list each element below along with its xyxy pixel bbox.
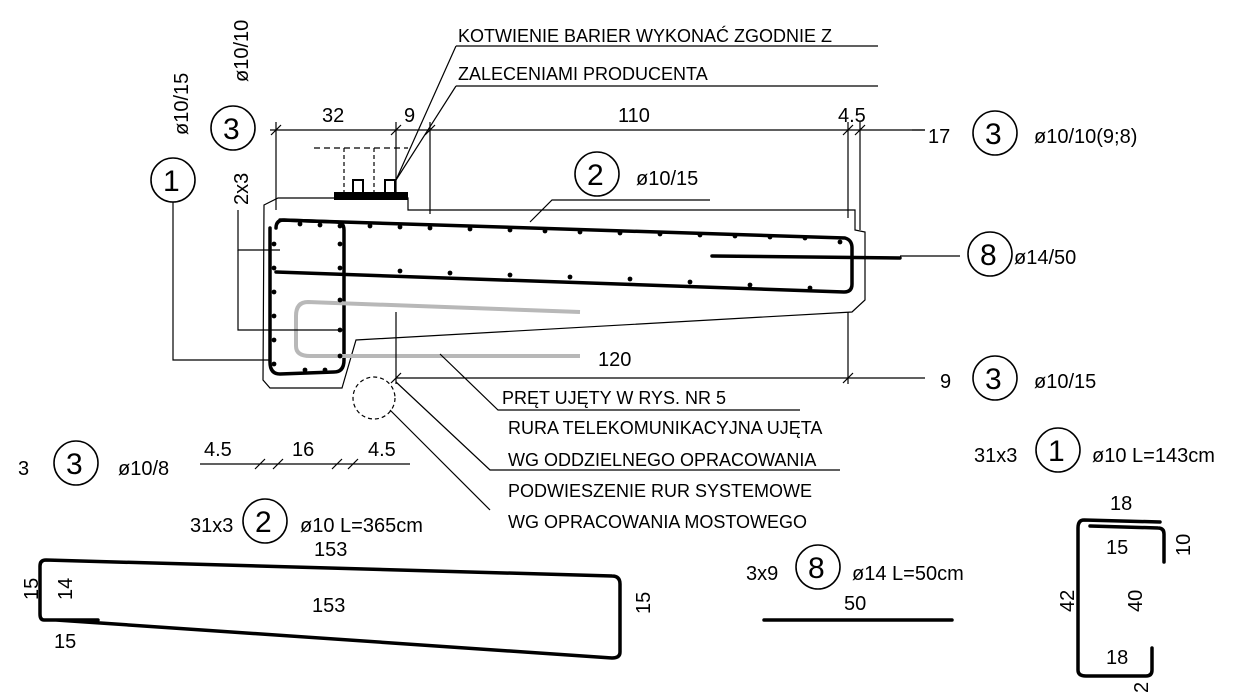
bar8-length: 50: [844, 593, 866, 615]
mark-3-r1-circle: [972, 110, 1018, 156]
dim-4-5-a: 4.5: [204, 439, 232, 461]
note-hanging-line1: PODWIESZENIE RUR SYSTEMOWE: [508, 481, 812, 501]
bar1-bottom-hook: 2: [1131, 682, 1153, 693]
note-hanging-line2: WG OPRACOWANIA MOSTOWEGO: [508, 512, 807, 532]
note-anchor-line2: ZALECENIAMI PRODUCENTA: [458, 64, 708, 84]
hanger-detail-circle: [352, 376, 396, 420]
bar1-drawing: [1076, 518, 1166, 678]
dim-4-5-b: 4.5: [368, 439, 396, 461]
bolt-left: [352, 179, 364, 195]
note-pipe-line2: WG ODDZIELNEGO OPRACOWANIA: [508, 450, 816, 470]
bar1-bottom: 18: [1106, 647, 1128, 669]
mark-3-top-circle: [210, 105, 256, 151]
bar8-mark-circle: [795, 544, 841, 590]
callout-2-spec: ø10/15: [636, 168, 698, 190]
dim-120: 120: [598, 349, 631, 371]
bar1-mark-label: 1: [1048, 435, 1065, 468]
mark-1-label: 1: [163, 165, 180, 198]
telecom-pipe: [294, 300, 581, 358]
bar1-hook: 10: [1173, 534, 1195, 556]
dim-16: 16: [292, 439, 314, 461]
bar-2-shape: [274, 218, 854, 294]
barrier-plate: [334, 192, 408, 200]
bar2-spec: ø10 L=365cm: [300, 515, 423, 537]
callout-1-spec: ø10/15: [171, 73, 193, 135]
dim-4-5-top: 4.5: [838, 105, 866, 127]
bar2-tail: 15: [54, 631, 76, 653]
bar1-inner-right: 40: [1125, 590, 1147, 612]
dim-9-right: 9: [940, 371, 951, 393]
rebar-dots: [271, 221, 843, 373]
bolt-right: [384, 179, 396, 195]
note-rod-ref: PRĘT UJĘTY W RYS. NR 5: [502, 388, 726, 408]
bar1-mark-circle: [1035, 427, 1081, 473]
callout-3-top-spec: ø10/10: [231, 20, 253, 82]
bar2-top: 153: [314, 539, 347, 561]
mark-3-left-circle: [53, 440, 99, 486]
count-3: 3: [18, 458, 29, 480]
bar1-top: 18: [1110, 493, 1132, 515]
mark-2-label: 2: [587, 159, 604, 192]
callout-3-r2-spec: ø10/15: [1034, 371, 1096, 393]
mark-8-label: 8: [980, 239, 997, 272]
bar2-hook-right: 15: [633, 592, 655, 614]
callout-3-r1-spec: ø10/10(9;8): [1034, 126, 1137, 148]
bar2-count: 31x3: [190, 515, 233, 537]
mark-3-top-label: 3: [223, 113, 240, 146]
dim-32: 32: [322, 105, 344, 127]
bar1-inner-top: 15: [1106, 537, 1128, 559]
bar2-hook-left: 15: [21, 578, 43, 600]
dim-2x3: 2x3: [231, 173, 253, 205]
bar8-mark-label: 8: [808, 552, 825, 585]
callout-3-left-spec: ø10/8: [118, 458, 169, 480]
mark-3-r2-circle: [972, 355, 1018, 401]
note-anchor-line1: KOTWIENIE BARIER WYKONAĆ ZGODNIE Z: [458, 25, 832, 46]
dim-9-top: 9: [404, 105, 415, 127]
dim-17: 17: [928, 126, 950, 148]
callout-8-spec: ø14/50: [1014, 247, 1076, 269]
mark-8-circle: [967, 231, 1013, 277]
bar2-mark-label: 2: [255, 506, 272, 539]
mark-3-r1-label: 3: [985, 118, 1002, 151]
bar1-count: 31x3: [974, 445, 1017, 467]
bar2-inner-left: 14: [55, 578, 77, 600]
bar8-count: 3x9: [746, 563, 778, 585]
mark-2-circle: [574, 151, 620, 197]
dim-110: 110: [618, 105, 650, 127]
bar2-mark-circle: [242, 498, 288, 544]
bar-8-shape: [710, 254, 902, 260]
bar1-outer-left: 42: [1057, 590, 1079, 612]
bar2-drawing: [38, 558, 622, 660]
bar1-spec: ø10 L=143cm: [1092, 445, 1215, 467]
concrete-outline: [262, 197, 866, 389]
bar8-spec: ø14 L=50cm: [852, 563, 964, 585]
bar-1-shape: [268, 218, 346, 376]
note-pipe-line1: RURA TELEKOMUNIKACYJNA UJĘTA: [508, 418, 822, 438]
bar2-bottom: 153: [312, 595, 345, 617]
mark-3-r2-label: 3: [985, 363, 1002, 396]
mark-3-left-label: 3: [66, 448, 83, 481]
